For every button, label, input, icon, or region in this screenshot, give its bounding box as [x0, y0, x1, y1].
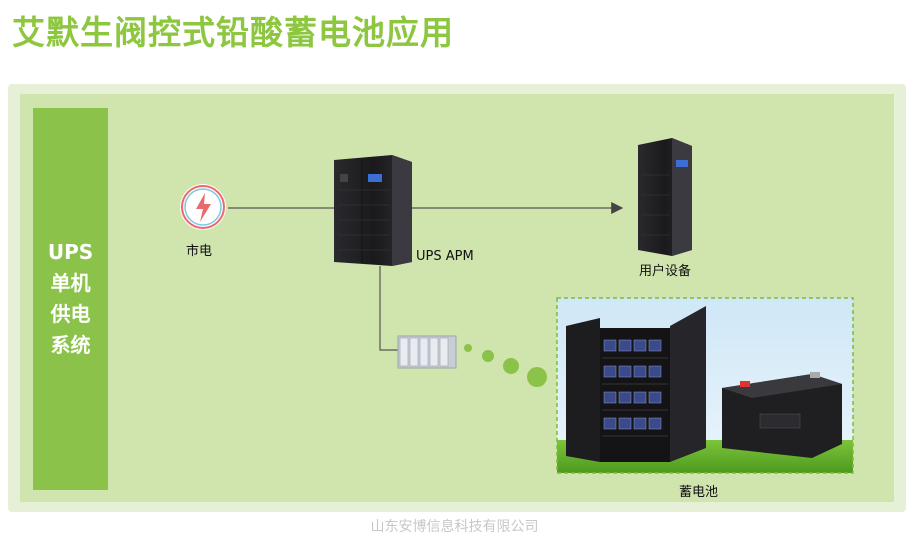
- battery-unit-icon: [722, 372, 842, 458]
- sidebar-line: UPS: [47, 240, 94, 264]
- user-equipment-label: 用户设备: [639, 264, 692, 279]
- ups-to-battery-line: [379, 266, 398, 351]
- ups-cabinet-icon: [334, 155, 412, 266]
- ups-label: UPS APM: [416, 249, 474, 264]
- sidebar-title: UPS 单机 供电 系统: [41, 237, 101, 361]
- sidebar-line: 系统: [50, 333, 91, 357]
- page-title: 艾默生阀控式铅酸蓄电池应用: [12, 13, 454, 52]
- server-rack-icon: [638, 138, 692, 256]
- battery-label: 蓄电池: [679, 485, 719, 500]
- mains-label: 市电: [186, 244, 213, 259]
- lightning-icon: [180, 184, 226, 230]
- battery-photo: [556, 297, 854, 474]
- system-sidebar: UPS 单机 供电 系统: [33, 108, 108, 490]
- watermark: 山东安博信息科技有限公司: [370, 519, 539, 535]
- connection-dots: [464, 344, 547, 387]
- battery-pack-icon: [397, 335, 457, 369]
- sidebar-line: 单机: [50, 271, 91, 295]
- battery-cabinet-icon: [566, 306, 706, 462]
- sidebar-line: 供电: [50, 302, 91, 326]
